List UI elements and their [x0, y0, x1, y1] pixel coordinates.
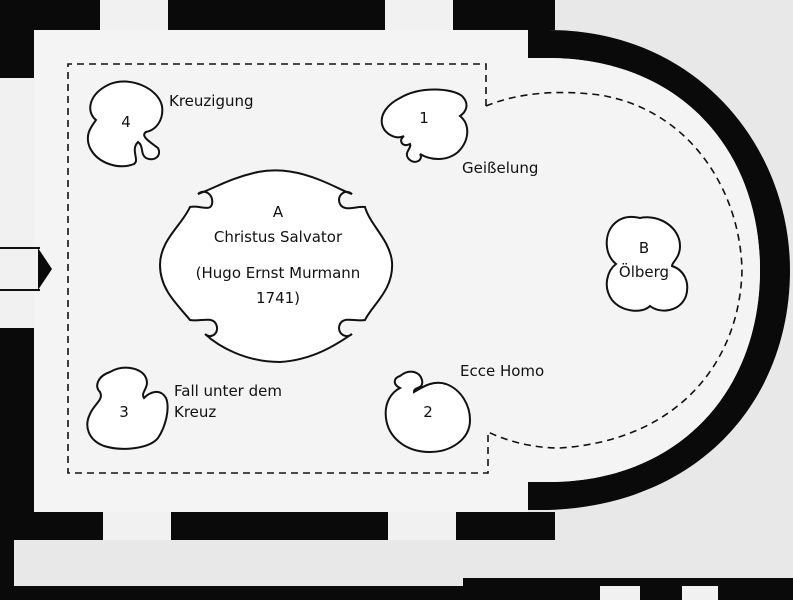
cartouche-author: (Hugo Ernst Murmann	[196, 264, 361, 282]
center-cartouche: A Christus Salvator (Hugo Ernst Murmann …	[158, 169, 394, 364]
station-3-label-line2: Kreuz	[174, 403, 216, 421]
bottom-wall	[0, 512, 555, 540]
station-1-shape	[380, 88, 469, 163]
window-left-top	[0, 78, 34, 248]
adjacent-wall-fragment	[463, 578, 793, 600]
cartouche-shape	[158, 169, 394, 364]
apse-label: Ölberg	[619, 262, 669, 281]
window-openings	[0, 0, 456, 540]
apse-letter: B	[639, 239, 649, 257]
station-4-number: 4	[121, 113, 131, 131]
apse-group-b: B Ölberg	[605, 215, 689, 312]
cartouche-year: 1741)	[256, 289, 300, 307]
window-left-bottom	[0, 292, 34, 328]
station-3-label-line1: Fall unter dem	[174, 382, 282, 400]
station-1-number: 1	[419, 109, 429, 127]
dashed-boundary	[67, 63, 743, 474]
station-4: 4 Kreuzigung	[86, 80, 254, 168]
top-wall	[0, 0, 555, 30]
station-4-shape	[86, 80, 164, 168]
station-1: 1 Geißelung	[380, 88, 538, 177]
station-1-label: Geißelung	[462, 159, 538, 177]
station-3-shape	[86, 366, 169, 450]
trefoil-shape	[605, 215, 689, 312]
entrance-gap	[0, 246, 40, 292]
station-2: 2 Ecce Homo	[384, 362, 544, 454]
station-3: 3 Fall unter dem Kreuz	[86, 366, 282, 450]
station-2-label: Ecce Homo	[460, 362, 544, 380]
station-2-shape	[384, 370, 472, 454]
cartouche-letter: A	[273, 203, 284, 221]
station-2-number: 2	[423, 403, 433, 421]
window-top-right	[385, 0, 453, 30]
window-bottom-right	[388, 512, 456, 540]
interior-floor	[34, 30, 760, 512]
cartouche-title: Christus Salvator	[214, 228, 343, 246]
window-top-left	[100, 0, 168, 30]
station-4-label: Kreuzigung	[169, 92, 254, 110]
entrance-arrow-icon	[38, 248, 52, 290]
station-3-number: 3	[119, 403, 129, 421]
entrance-marker	[0, 246, 52, 292]
window-bottom-left	[103, 512, 171, 540]
